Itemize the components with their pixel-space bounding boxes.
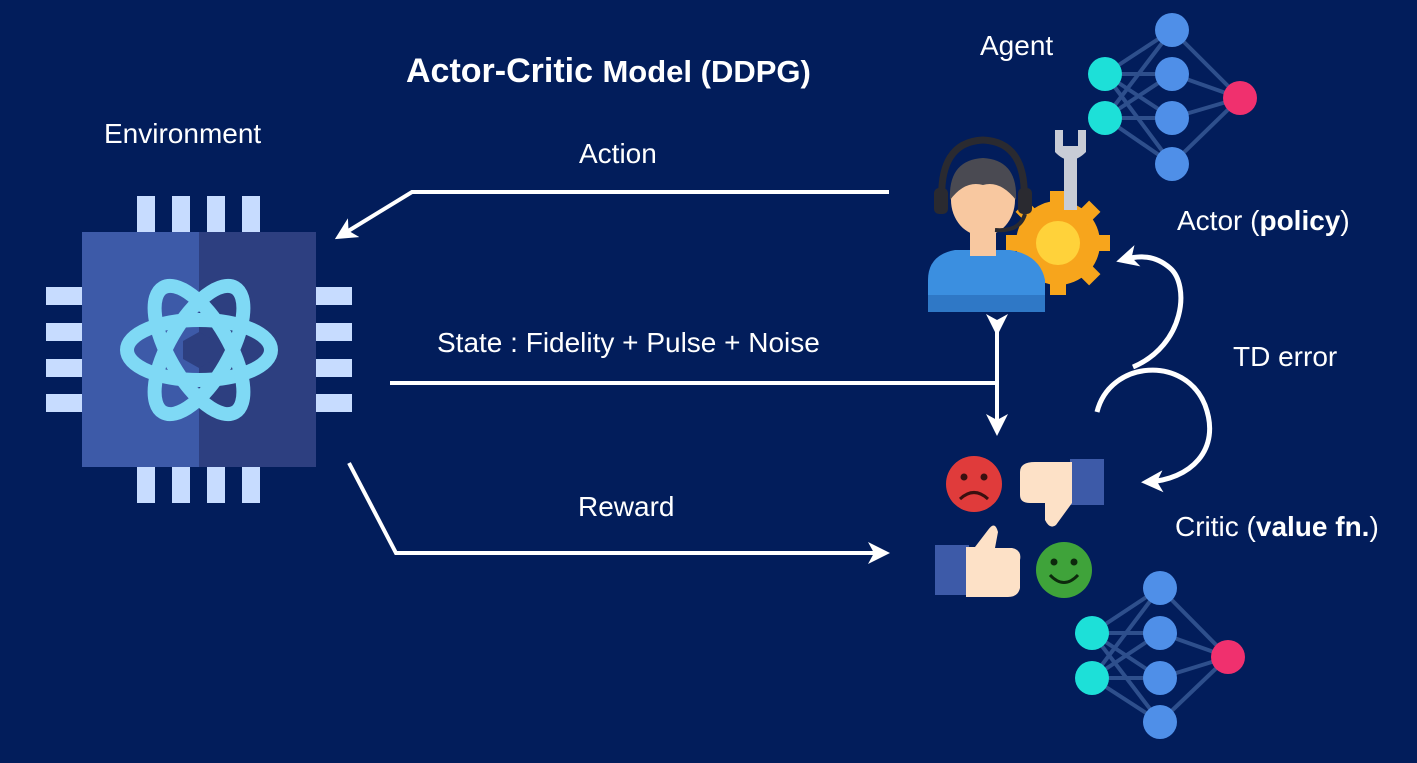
diagram-title: Actor-Critic Model (DDPG) (406, 52, 811, 91)
critic-emphasis: value fn. (1255, 511, 1370, 542)
critic-neural-network-icon (1075, 571, 1245, 739)
action-arrow (334, 190, 889, 240)
happy-face-icon (1036, 542, 1092, 598)
actor-prefix: Actor ( (1177, 205, 1260, 236)
operator-with-gear-icon (928, 130, 1110, 312)
td-error-loop-arrow (1094, 245, 1213, 493)
title-rest: Model (DDPG) (602, 54, 811, 89)
atom-icon (120, 278, 278, 422)
critic-suffix: ) (1369, 511, 1379, 542)
actor-label: Actor (policy) (1177, 205, 1350, 237)
actor-neural-network-icon (1088, 13, 1257, 181)
actor-suffix: ) (1340, 205, 1350, 236)
reward-label: Reward (578, 491, 675, 522)
reward-arrow (347, 462, 890, 564)
critic-label: Critic (value fn.) (1175, 511, 1379, 543)
critic-prefix: Critic ( (1175, 511, 1256, 542)
chip-pins (46, 196, 352, 503)
environment-label: Environment (104, 118, 262, 149)
wrench-icon (1055, 130, 1086, 210)
state-label: State : Fidelity + Pulse + Noise (437, 327, 820, 358)
title-main: Actor-Critic (406, 52, 594, 90)
sad-face-icon (946, 456, 1002, 512)
agent-label: Agent (980, 30, 1054, 61)
quantum-atom-chip-icon (46, 196, 352, 503)
thumbs-down-icon (1020, 459, 1104, 527)
action-label: Action (579, 138, 657, 169)
actor-emphasis: policy (1259, 205, 1341, 236)
thumbs-up-icon (935, 525, 1021, 597)
td-error-label: TD error (1233, 341, 1338, 372)
